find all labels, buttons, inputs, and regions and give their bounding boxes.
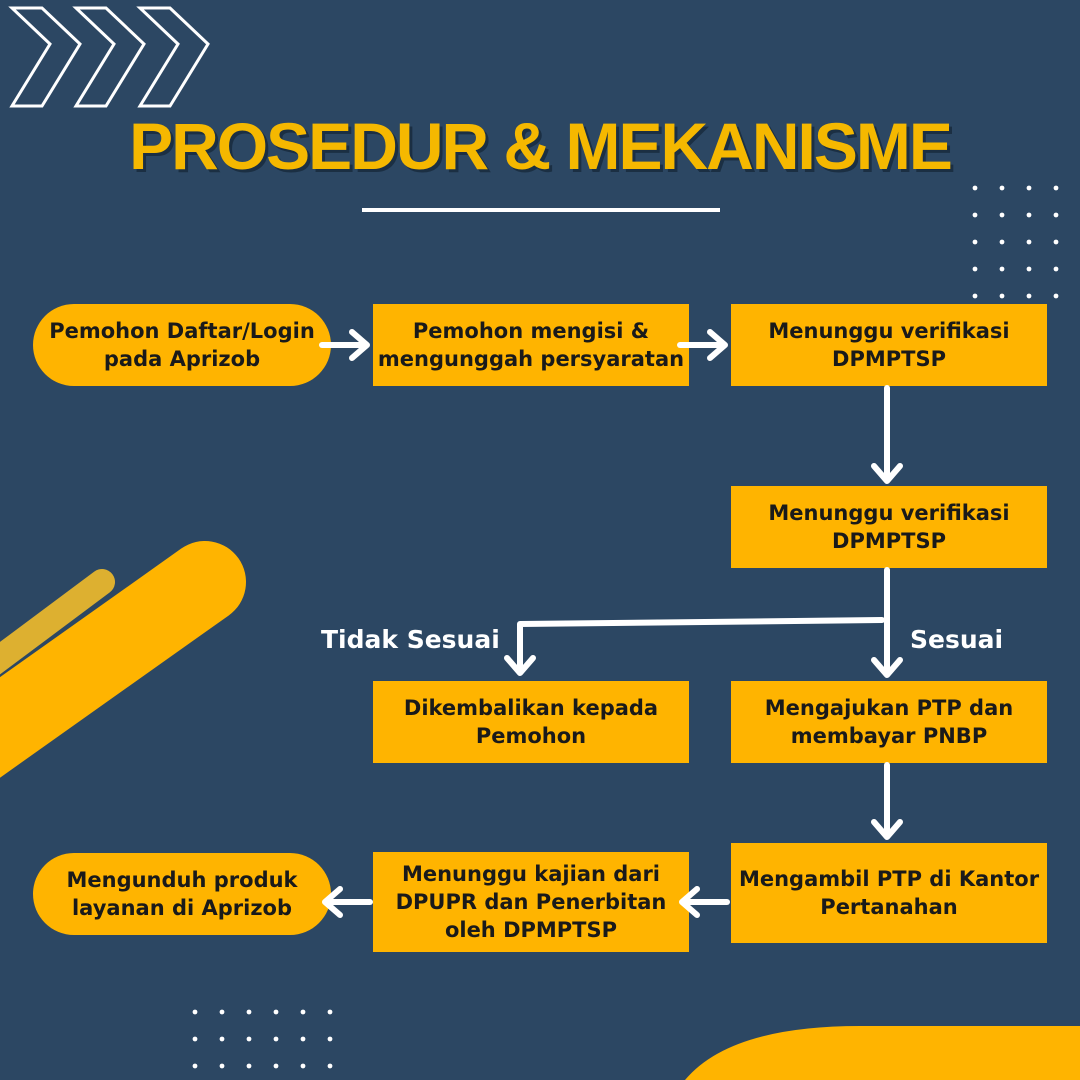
decor-dot xyxy=(1053,266,1059,272)
decor-dot xyxy=(327,1063,333,1069)
decor-dot xyxy=(273,1063,279,1069)
arrow-verifikasi-to-verifikasi xyxy=(871,385,903,484)
decor-dot xyxy=(1053,239,1059,245)
decor-dot xyxy=(1026,293,1032,299)
decor-dot xyxy=(246,1063,252,1069)
decor-dot xyxy=(999,212,1005,218)
decor-dot xyxy=(300,1009,306,1015)
decor-dot xyxy=(972,293,978,299)
yellow-slash-stripes xyxy=(0,541,246,778)
bottom-right-yellow-shape xyxy=(685,1026,1080,1080)
decor-dot xyxy=(999,239,1005,245)
decor-dot xyxy=(972,185,978,191)
node-menunggu-kajian-label: Menunggu kajian dari DPUPR dan Penerbita… xyxy=(395,862,667,942)
node-mengambil-ptp-label: Mengambil PTP di Kantor Pertanahan xyxy=(738,867,1040,919)
decor-dot xyxy=(972,266,978,272)
node-verifikasi-2-label: Menunggu verifikasi DPMPTSP xyxy=(768,501,1010,553)
decor-dot xyxy=(219,1009,225,1015)
decor-dot xyxy=(219,1063,225,1069)
node-mengisi-persyaratan-label: Pemohon mengisi & mengunggah persyaratan xyxy=(377,319,685,371)
node-menunggu-kajian: Menunggu kajian dari DPUPR dan Penerbita… xyxy=(373,852,689,952)
dot-grid-top-right xyxy=(972,185,1059,299)
node-verifikasi-1-label: Menunggu verifikasi DPMPTSP xyxy=(768,319,1010,371)
decor-dot xyxy=(999,185,1005,191)
decor-dot xyxy=(192,1009,198,1015)
decor-dot xyxy=(972,212,978,218)
node-daftar-login-label: Pemohon Daftar/Login pada Aprizob xyxy=(49,319,315,371)
node-mengajukan-ptp: Mengajukan PTP dan membayar PNBP xyxy=(731,681,1047,763)
decor-dot xyxy=(1026,239,1032,245)
page-title: PROSEDUR & MEKANISME xyxy=(129,109,953,183)
decor-dot xyxy=(192,1063,198,1069)
branch-label-tidak-sesuai: Tidak Sesuai xyxy=(321,625,500,654)
decor-dot xyxy=(273,1036,279,1042)
decor-dot xyxy=(246,1009,252,1015)
node-mengambil-ptp: Mengambil PTP di Kantor Pertanahan xyxy=(731,843,1047,943)
chevrons-icon xyxy=(8,6,210,108)
decor-dot xyxy=(1053,293,1059,299)
arrow-branch-tidak-sesuai xyxy=(504,617,885,676)
decor-dot xyxy=(192,1036,198,1042)
node-verifikasi-2: Menunggu verifikasi DPMPTSP xyxy=(731,486,1047,568)
node-mengisi-persyaratan: Pemohon mengisi & mengunggah persyaratan xyxy=(373,304,689,386)
node-mengunduh-produk-label: Mengunduh produk layanan di Aprizob xyxy=(66,868,298,920)
decor-dot xyxy=(972,239,978,245)
decor-dot xyxy=(300,1036,306,1042)
arrow-mengambil-to-kajian xyxy=(679,886,730,918)
node-mengajukan-ptp-label: Mengajukan PTP dan membayar PNBP xyxy=(764,696,1014,748)
decor-dot xyxy=(246,1036,252,1042)
decor-dot xyxy=(999,293,1005,299)
decor-dot xyxy=(273,1009,279,1015)
decor-dot xyxy=(999,266,1005,272)
arrow-mengajukan-to-mengambil xyxy=(871,762,903,840)
decor-dot xyxy=(1053,185,1059,191)
decor-dot xyxy=(219,1036,225,1042)
decor-dot xyxy=(1026,212,1032,218)
decor-dot xyxy=(300,1063,306,1069)
arrow-branch-sesuai xyxy=(871,567,903,678)
title-underline xyxy=(362,208,720,212)
decor-dot xyxy=(327,1036,333,1042)
arrow-login-to-mengisi xyxy=(319,329,370,361)
node-dikembalikan-label: Dikembalikan kepada Pemohon xyxy=(403,696,659,748)
decor-dot xyxy=(1053,212,1059,218)
node-daftar-login: Pemohon Daftar/Login pada Aprizob xyxy=(33,304,331,386)
arrow-kajian-to-mengunduh xyxy=(322,886,373,918)
arrow-mengisi-to-verifikasi xyxy=(677,329,728,361)
node-verifikasi-1: Menunggu verifikasi DPMPTSP xyxy=(731,304,1047,386)
node-mengunduh-produk: Mengunduh produk layanan di Aprizob xyxy=(33,853,331,935)
branch-label-sesuai: Sesuai xyxy=(910,625,1004,654)
node-dikembalikan: Dikembalikan kepada Pemohon xyxy=(373,681,689,763)
decor-dot xyxy=(1026,185,1032,191)
decor-dot xyxy=(1026,266,1032,272)
decor-dot xyxy=(327,1009,333,1015)
dot-grid-bottom-left xyxy=(192,1009,333,1069)
